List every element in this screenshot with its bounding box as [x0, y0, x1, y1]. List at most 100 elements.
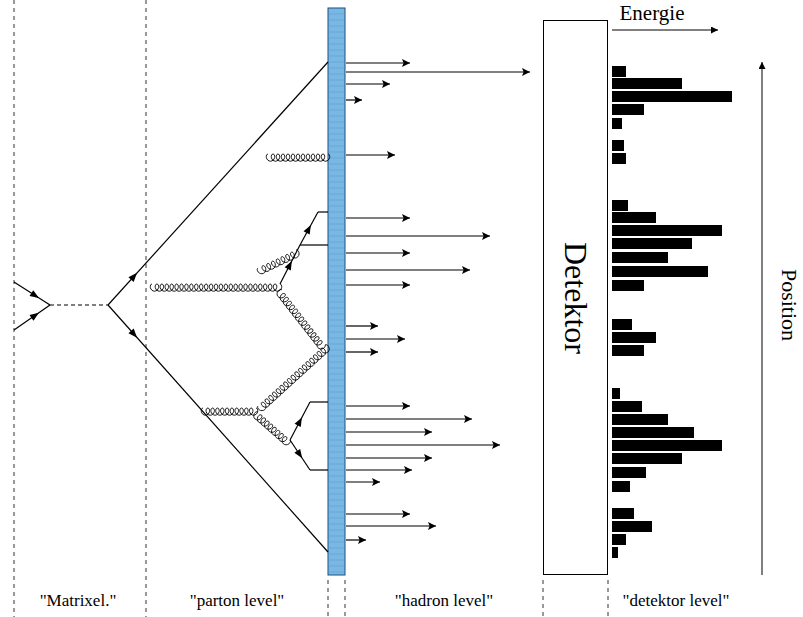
energy-bar — [612, 266, 708, 277]
energy-bar — [612, 481, 630, 492]
bar-grid — [328, 116, 345, 117]
bar-grid — [328, 224, 345, 225]
bar-grid — [328, 284, 345, 285]
hadron-arrow — [346, 284, 410, 285]
hadron-arrow — [346, 513, 410, 514]
bar-grid — [328, 62, 345, 63]
stage-separator — [345, 580, 346, 617]
bar-grid — [328, 506, 345, 507]
bar-grid — [328, 170, 345, 171]
energy-bar — [612, 332, 656, 343]
boson-propagator — [50, 304, 108, 305]
quark-arrow — [128, 329, 139, 340]
bar-grid — [328, 356, 345, 357]
bar-grid — [328, 566, 345, 567]
bar-grid — [328, 248, 345, 249]
axis-title: Energie — [620, 2, 685, 25]
bar-grid — [328, 272, 345, 273]
hadron-arrow — [346, 235, 490, 236]
bar-grid — [328, 92, 345, 93]
bar-grid — [328, 380, 345, 381]
bar-grid — [328, 122, 345, 123]
bar-grid — [328, 386, 345, 387]
energy-bar — [612, 118, 622, 129]
bar-grid — [328, 464, 345, 465]
bar-grid — [328, 392, 345, 393]
bar-grid — [328, 98, 345, 99]
bar-grid — [328, 326, 345, 327]
energy-bar — [612, 401, 642, 412]
stage-separator — [146, 0, 147, 617]
bar-grid — [328, 14, 345, 15]
bar-grid — [328, 446, 345, 447]
energy-bar — [612, 508, 634, 519]
quark-arrow — [294, 449, 305, 460]
hadron-arrow — [346, 71, 530, 72]
bar-grid — [328, 362, 345, 363]
stage-separator — [328, 580, 329, 617]
bar-grid — [328, 470, 345, 471]
bar-grid — [328, 350, 345, 351]
quark-arrow — [304, 223, 314, 234]
axis-title: Position — [777, 269, 801, 341]
bar-grid — [328, 128, 345, 129]
bar-grid — [328, 188, 345, 189]
bar-grid — [328, 500, 345, 501]
bar-grid — [328, 218, 345, 219]
bar-grid — [328, 80, 345, 81]
bar-grid — [328, 524, 345, 525]
bar-grid — [328, 560, 345, 561]
hadron-arrow — [346, 154, 395, 155]
bar-grid — [328, 44, 345, 45]
energy-bar — [612, 414, 668, 425]
bar-grid — [328, 20, 345, 21]
bar-grid — [328, 200, 345, 201]
hadron-arrow — [346, 269, 470, 270]
quark-line — [14, 282, 50, 305]
bar-grid — [328, 86, 345, 87]
bar-grid — [328, 314, 345, 315]
energy-bar — [612, 212, 656, 223]
hadron-arrow — [346, 99, 362, 100]
bar-grid — [328, 374, 345, 375]
bar-grid — [328, 476, 345, 477]
bar-grid — [328, 182, 345, 183]
quark-line — [290, 440, 310, 470]
gluon — [150, 284, 281, 291]
gluon — [277, 290, 325, 349]
energy-bar — [612, 534, 626, 545]
hadron-arrow — [346, 338, 405, 339]
energy-axis — [612, 30, 718, 31]
hadron-arrow — [346, 351, 378, 352]
bar-grid — [328, 242, 345, 243]
hadron-arrow — [346, 431, 432, 432]
energy-bar — [612, 388, 620, 399]
gluon — [266, 154, 329, 161]
bar-grid — [328, 416, 345, 417]
hadronization-bar — [328, 8, 345, 575]
bar-grid — [328, 68, 345, 69]
hadron-arrow — [346, 62, 410, 63]
bar-grid — [328, 452, 345, 453]
bar-grid — [328, 56, 345, 57]
hadron-arrow — [346, 418, 472, 419]
bar-grid — [328, 518, 345, 519]
bar-grid — [328, 512, 345, 513]
bar-grid — [328, 536, 345, 537]
quark-line — [14, 305, 50, 330]
quark-arrow — [285, 259, 295, 270]
bar-grid — [328, 404, 345, 405]
bar-grid — [328, 548, 345, 549]
position-axis — [762, 62, 763, 575]
energy-bar — [612, 66, 626, 77]
hadron-arrow — [346, 481, 380, 482]
bar-grid — [328, 494, 345, 495]
bar-grid — [328, 428, 345, 429]
hadron-arrow — [346, 83, 390, 84]
bar-grid — [328, 104, 345, 105]
bar-grid — [328, 434, 345, 435]
quark-line — [318, 211, 328, 212]
bar-grid — [328, 50, 345, 51]
hadron-arrow — [346, 444, 500, 445]
